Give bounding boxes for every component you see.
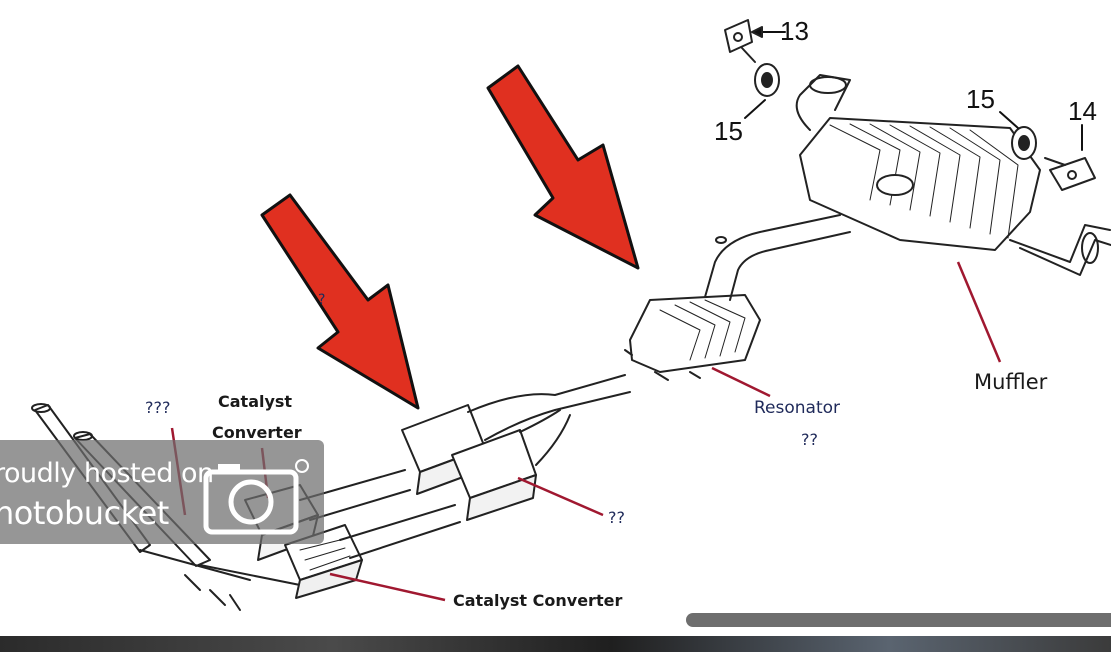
leader-muffler xyxy=(956,261,1002,363)
watermark-line2: hotobucket xyxy=(0,494,169,532)
part-number-13: 13 xyxy=(780,16,809,46)
y-merge-pipe xyxy=(467,374,631,466)
muffler-shape xyxy=(795,74,1111,276)
bottom-video-strip xyxy=(0,636,1111,652)
video-scrub-bar[interactable] xyxy=(686,613,1111,627)
rear-pipe xyxy=(704,214,851,301)
red-arrow-right xyxy=(486,64,640,270)
muffler-label: Muffler xyxy=(974,370,1048,394)
resonator-shape xyxy=(624,294,761,381)
front-pipe-question-label: ??? xyxy=(145,398,171,417)
part-number-15-right: 15 xyxy=(966,84,995,114)
photobucket-watermark[interactable]: roudly hosted on hotobucket xyxy=(0,440,324,544)
camera-icon xyxy=(203,459,309,535)
rubber-mount-15-right xyxy=(1011,126,1037,160)
catalyst-bottom-label: Catalyst Converter xyxy=(453,591,623,610)
leader-catalyst-bottom xyxy=(329,572,446,602)
rubber-mount-15-top xyxy=(754,63,780,97)
hanger-13 xyxy=(724,19,756,63)
leader-lines xyxy=(170,261,1002,602)
pre-silencer-boxes xyxy=(401,404,537,521)
watermark-line1: roudly hosted on xyxy=(0,458,214,489)
catalyst-top-label-line2: Converter xyxy=(212,423,302,442)
part-number-15-top: 15 xyxy=(714,116,743,146)
mid-pipe-question-label: ?? xyxy=(608,508,625,527)
leader-resonator xyxy=(711,366,771,398)
leader-mid-pipe xyxy=(517,476,604,517)
small-question-label: ? xyxy=(318,292,326,308)
hanger-14 xyxy=(1044,157,1096,191)
resonator-question-label: ?? xyxy=(801,430,818,449)
resonator-label: Resonator xyxy=(754,398,841,418)
part-number-14: 14 xyxy=(1068,96,1097,126)
red-arrow-left xyxy=(260,193,420,410)
catalyst-top-label-line1: Catalyst xyxy=(218,392,293,411)
